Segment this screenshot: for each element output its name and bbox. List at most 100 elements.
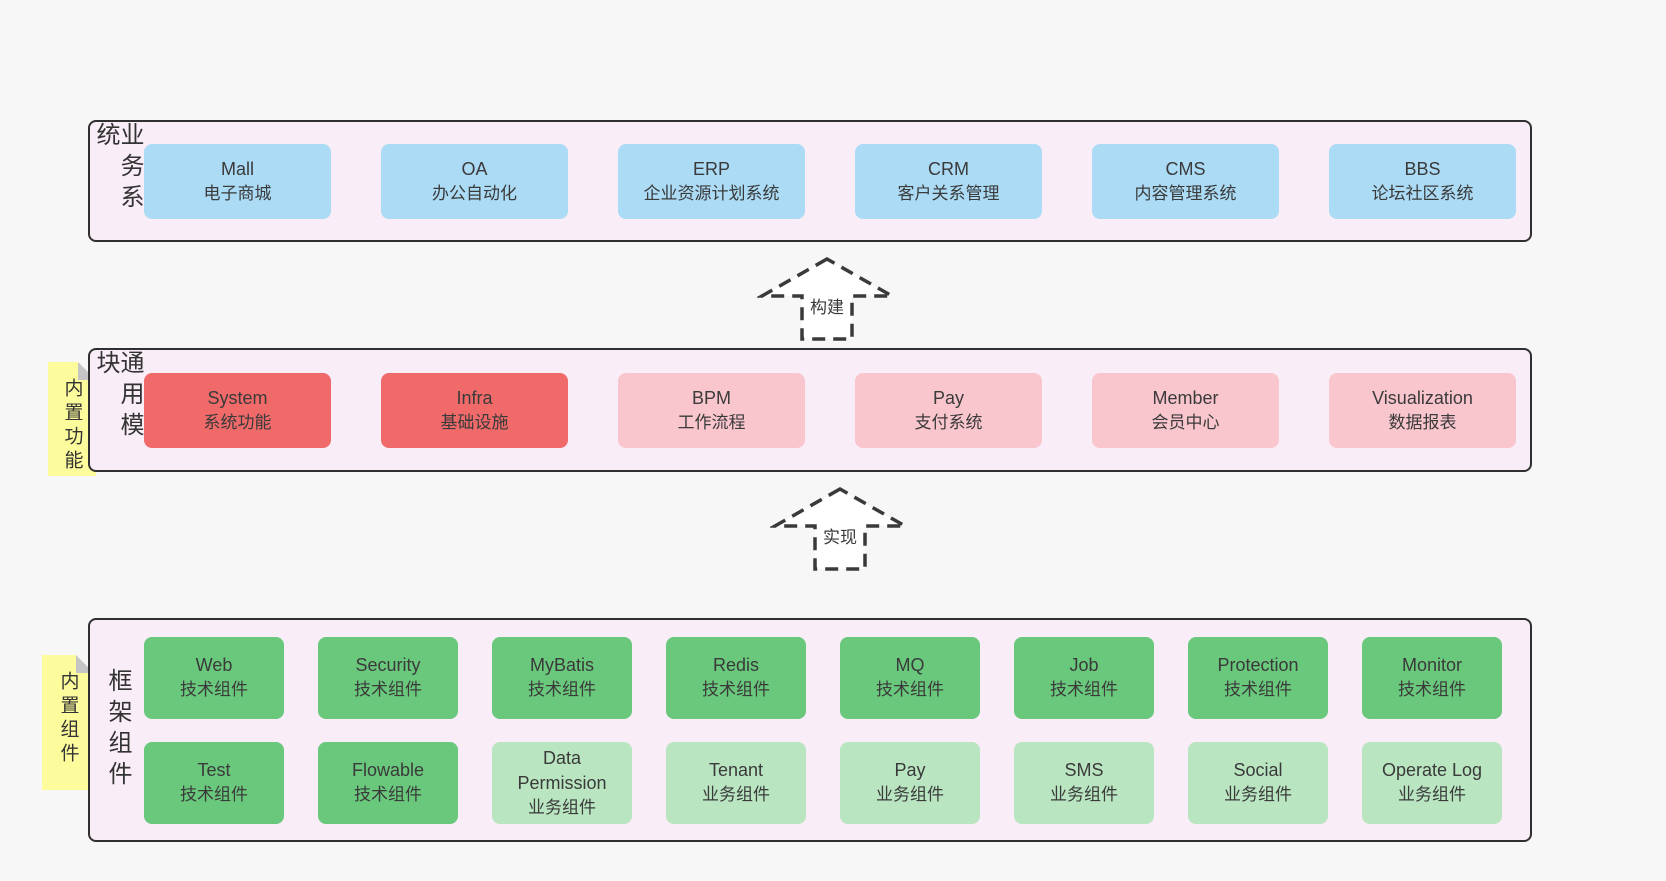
box-erp: ERP 企业资源计划系统 [618, 143, 805, 219]
box-desc: 支付系统 [914, 412, 983, 432]
box-desc: 基础设施 [440, 412, 509, 432]
box-name: Visualization [1372, 387, 1473, 408]
sticky-note-text: 内置组件 [57, 671, 79, 767]
box-infra: Infra 基础设施 [381, 372, 568, 448]
box-name: Test [197, 760, 231, 781]
box-name: OA [461, 158, 488, 179]
box-desc: 内容管理系统 [1134, 183, 1237, 203]
box-desc: 技术组件 [354, 680, 422, 700]
box-name: System [207, 387, 268, 408]
box-name: Monitor [1401, 655, 1463, 676]
components-row-2: Test 技术组件 Flowable 技术组件 Data Permission … [144, 741, 1516, 824]
box-bbs: BBS 论坛社区系统 [1329, 143, 1516, 219]
box-operate-log: Operate Log 业务组件 [1362, 741, 1502, 824]
implement-arrow-icon: 实现 [770, 486, 910, 572]
box-protection: Protection 技术组件 [1188, 636, 1328, 719]
box-desc: 技术组件 [1398, 680, 1466, 700]
box-desc: 技术组件 [876, 680, 944, 700]
build-arrow-icon: 构建 [757, 256, 897, 342]
box-desc: 电子商城 [203, 183, 272, 203]
box-desc: 业务组件 [528, 797, 596, 817]
box-name: MQ [895, 655, 925, 676]
box-web: Web 技术组件 [144, 636, 284, 719]
box-pay: Pay 支付系统 [855, 372, 1042, 448]
box-name: Web [195, 655, 233, 676]
box-name: Flowable [351, 760, 425, 781]
box-monitor: Monitor 技术组件 [1362, 636, 1502, 719]
box-desc: 数据报表 [1388, 412, 1457, 432]
box-name: Tenant [708, 760, 764, 781]
box-flowable: Flowable 技术组件 [318, 741, 458, 824]
box-name: Security [355, 655, 421, 676]
box-desc: 技术组件 [528, 680, 596, 700]
box-cms: CMS 内容管理系统 [1092, 143, 1279, 219]
box-data-permission: Data Permission 业务组件 [492, 741, 632, 824]
box-bpm: BPM 工作流程 [618, 372, 805, 448]
box-desc: 业务组件 [1050, 785, 1118, 805]
box-member: Member 会员中心 [1092, 372, 1279, 448]
band-content: System 系统功能 Infra 基础设施 BPM 工作流程 Pay 支付系统… [144, 350, 1530, 470]
box-name: Infra [456, 387, 493, 408]
box-desc: 技术组件 [180, 680, 248, 700]
band-label: 业务系统 [92, 122, 143, 215]
box-name: Protection [1217, 655, 1299, 676]
box-desc: 系统功能 [203, 412, 272, 432]
band-content: Mall 电子商城 OA 办公自动化 ERP 企业资源计划系统 CRM 客户关系… [144, 122, 1530, 240]
box-redis: Redis 技术组件 [666, 636, 806, 719]
box-name: BBS [1404, 158, 1441, 179]
box-desc: 会员中心 [1151, 412, 1220, 432]
box-desc: 技术组件 [354, 785, 422, 805]
box-desc: 技术组件 [180, 785, 248, 805]
box-mall: Mall 电子商城 [144, 143, 331, 219]
box-pay-component: Pay 业务组件 [840, 741, 980, 824]
components-row-1: Web 技术组件 Security 技术组件 MyBatis 技术组件 Redi… [144, 636, 1516, 719]
box-sms: SMS 业务组件 [1014, 741, 1154, 824]
box-name: BPM [691, 387, 731, 408]
box-name: CMS [1165, 158, 1206, 179]
box-mq: MQ 技术组件 [840, 636, 980, 719]
box-desc: 企业资源计划系统 [643, 183, 780, 203]
band-label: 框架组件 [104, 668, 131, 792]
sticky-note-text: 内置功能 [61, 378, 83, 474]
box-oa: OA 办公自动化 [381, 143, 568, 219]
box-desc: 技术组件 [1050, 680, 1118, 700]
box-desc: 办公自动化 [432, 183, 517, 203]
box-security: Security 技术组件 [318, 636, 458, 719]
box-job: Job 技术组件 [1014, 636, 1154, 719]
box-visualization: Visualization 数据报表 [1329, 372, 1516, 448]
band-framework-components: 框架组件 Web 技术组件 Security 技术组件 MyBatis 技术组件… [88, 618, 1532, 842]
band-label: 通用模块 [92, 350, 143, 443]
box-name: CRM [928, 158, 969, 179]
box-desc: 客户关系管理 [897, 183, 1000, 203]
box-name: MyBatis [529, 655, 594, 676]
box-name: Pay [932, 387, 965, 408]
box-desc: 业务组件 [876, 785, 944, 805]
box-mybatis: MyBatis 技术组件 [492, 636, 632, 719]
box-tenant: Tenant 业务组件 [666, 741, 806, 824]
box-crm: CRM 客户关系管理 [855, 143, 1042, 219]
box-desc: 业务组件 [1398, 785, 1466, 805]
box-desc: 技术组件 [702, 680, 770, 700]
box-test: Test 技术组件 [144, 741, 284, 824]
box-social: Social 业务组件 [1188, 741, 1328, 824]
box-name: Operate Log [1381, 760, 1483, 781]
box-name: Pay [894, 760, 926, 781]
box-system: System 系统功能 [144, 372, 331, 448]
box-name: ERP [692, 158, 730, 179]
band-business-systems: 业务系统 Mall 电子商城 OA 办公自动化 ERP 企业资源计划系统 CRM… [88, 120, 1532, 242]
box-name: SMS [1064, 760, 1104, 781]
box-desc: 论坛社区系统 [1371, 183, 1474, 203]
band-common-modules: 通用模块 System 系统功能 Infra 基础设施 BPM 工作流程 Pay… [88, 348, 1532, 472]
box-name: Mall [220, 158, 254, 179]
arrow-label: 实现 [820, 522, 860, 549]
box-desc: 业务组件 [702, 785, 770, 805]
arrow-label: 构建 [807, 292, 847, 319]
box-desc: 业务组件 [1224, 785, 1292, 805]
band-content: Web 技术组件 Security 技术组件 MyBatis 技术组件 Redi… [144, 620, 1530, 840]
box-name: Data Permission [517, 747, 607, 793]
box-name: Job [1069, 655, 1099, 676]
box-name: Redis [712, 655, 760, 676]
box-desc: 技术组件 [1224, 680, 1292, 700]
box-desc: 工作流程 [677, 412, 746, 432]
